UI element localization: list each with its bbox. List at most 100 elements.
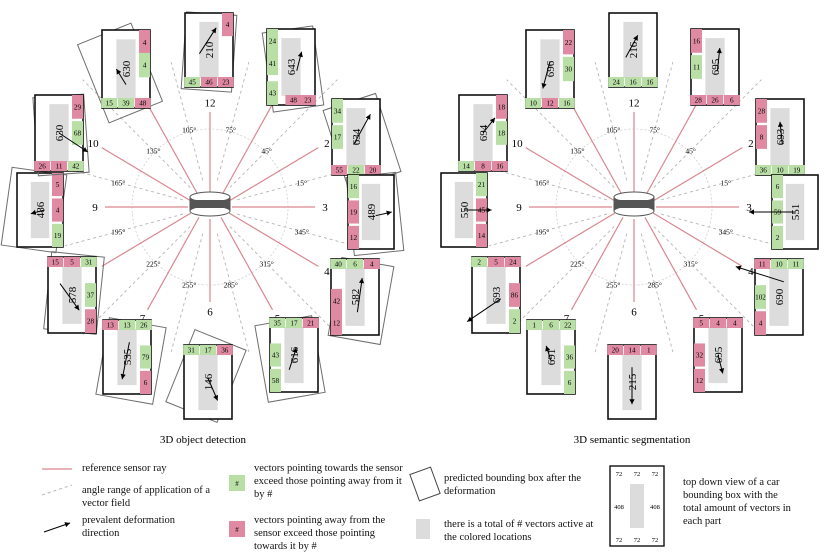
vector-total: 630: [54, 124, 66, 141]
green-cell: [755, 165, 772, 175]
green-cell: [332, 125, 343, 149]
legend-gray-swatch: [416, 519, 430, 539]
legend-range-text: angle range of application of a vector f…: [82, 485, 210, 509]
gray-total-bar: [540, 39, 560, 99]
angle-arc: [654, 261, 690, 283]
legend-red-text: vectors pointing away from the sensor ex…: [254, 515, 386, 552]
angle-range-line: [64, 167, 184, 201]
angle-range-line: [660, 213, 780, 247]
angle-arc: [688, 151, 710, 187]
reference-sensor-ray: [525, 212, 616, 267]
ray-number: 6: [631, 307, 637, 319]
vector-total: 693: [491, 286, 503, 303]
vector-total: 535: [122, 348, 134, 365]
legend-example-top-value: 72: [634, 471, 641, 478]
deformation-arrow: [353, 113, 371, 145]
red-cell: [640, 345, 657, 355]
angle-label: 105°: [606, 126, 620, 135]
cell-value: 14: [628, 347, 636, 355]
angle-arc: [688, 227, 710, 263]
gray-total-bar: [541, 328, 561, 386]
cell-value: 21: [307, 320, 315, 328]
cell-value: 19: [350, 209, 358, 217]
cell-value: 31: [188, 347, 196, 355]
cell-value: 2: [513, 318, 517, 326]
cell-value: 36: [760, 167, 768, 175]
green-cell: [119, 320, 135, 330]
green-cell: [184, 77, 201, 87]
angle-label: 15°: [297, 178, 308, 187]
angle-range-line: [236, 213, 356, 247]
angle-range-line: [488, 167, 608, 201]
cell-value: 13: [123, 322, 131, 330]
angle-arc: [558, 227, 580, 263]
red-cell: [710, 318, 726, 328]
red-cell: [726, 318, 743, 328]
cell-value: 28: [758, 107, 766, 115]
green-cell: [267, 81, 278, 105]
legend-gray-text: there is a total of # vectors active at …: [444, 519, 594, 543]
vector-total: 486: [35, 201, 47, 218]
angle-label: 195°: [111, 228, 125, 237]
green-cell: [543, 320, 559, 330]
reference-sensor-ray: [228, 147, 319, 202]
angle-range-line: [653, 226, 762, 335]
reference-sensor-ray: [146, 103, 200, 197]
reference-sensor-ray: [101, 212, 192, 267]
green-cell: [771, 259, 787, 269]
cell-value: 42: [72, 163, 80, 171]
vector-total: 691: [546, 349, 558, 366]
angle-label: 225°: [570, 260, 584, 269]
reference-sensor-ray: [220, 103, 274, 197]
cell-value: 4: [733, 320, 737, 328]
legend-arrow-text: prevalent deformation direction: [82, 515, 176, 539]
angle-arc: [264, 227, 286, 263]
red-cell: [348, 200, 359, 224]
legend-example-gray: [630, 484, 644, 528]
deformation-arrow: [466, 298, 502, 323]
deformation-arrow: [735, 266, 784, 283]
reference-sensor-ray: [644, 217, 698, 311]
angle-arc: [230, 131, 266, 153]
cell-value: 16: [563, 100, 571, 108]
cell-value: 19: [54, 232, 62, 240]
cell-value: 2: [776, 234, 780, 242]
angle-arc: [134, 151, 156, 187]
ray-number: 12: [205, 98, 216, 110]
cell-value: 16: [496, 163, 504, 171]
panel-title-semantic-segmentation: 3D semantic segmentation: [574, 434, 691, 446]
angle-label: 165°: [111, 178, 125, 187]
cell-value: 22: [565, 39, 573, 47]
green-cell: [101, 98, 118, 108]
cell-value: 41: [269, 60, 277, 68]
cell-value: 26: [140, 322, 148, 330]
green-cell: [471, 257, 488, 267]
cell-value: 4: [759, 320, 763, 328]
cell-value: 28: [87, 318, 95, 326]
cell-value: 43: [269, 90, 277, 98]
gray-total-bar: [346, 108, 366, 166]
red-cell: [488, 257, 504, 267]
green-cell: [270, 343, 281, 367]
deformation-arrow-head: [629, 399, 635, 405]
angle-range-line: [216, 233, 250, 353]
vector-total: 578: [67, 286, 79, 303]
angle-range-line: [170, 61, 204, 181]
legend-ray-text: reference sensor ray: [82, 463, 167, 474]
cell-value: 11: [693, 64, 700, 72]
deformation-arrow-head: [82, 147, 88, 152]
cell-value: 6: [730, 97, 734, 105]
cell-value: 10: [530, 100, 538, 108]
green-cell: [476, 173, 487, 197]
cell-value: 4: [716, 320, 720, 328]
legend-arrow-head: [64, 522, 70, 528]
cell-value: 4: [143, 62, 147, 70]
red-cell: [299, 95, 316, 105]
red-cell: [364, 165, 381, 175]
cell-value: 17: [334, 134, 342, 142]
